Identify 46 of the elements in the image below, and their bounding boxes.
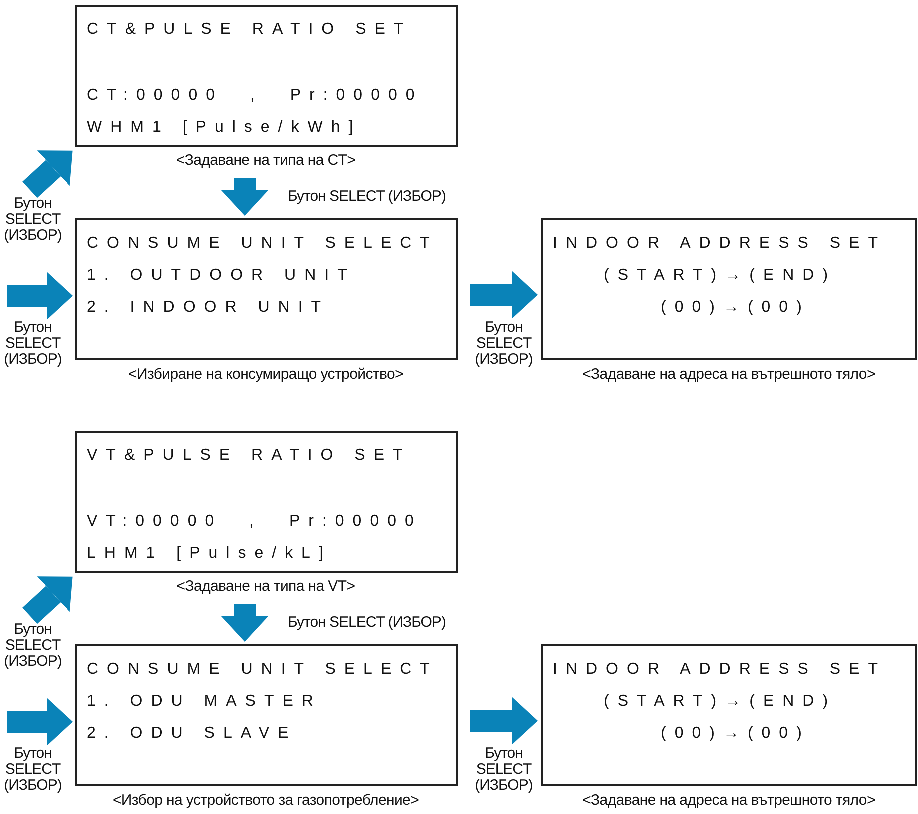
screen-text: INDOOR ADDRESS SET — [553, 660, 886, 680]
screen-text: (START)→(END) — [604, 692, 837, 712]
display-screen — [75, 218, 458, 360]
screen-text: WHM1 [Pulse/kWh] — [87, 118, 362, 138]
edge-label: Бутон SELECT (ИЗБОР) — [474, 320, 534, 368]
display-screen — [75, 644, 458, 786]
screen-text: CT:00000 , Pr:00000 — [87, 86, 424, 106]
edge-label: Бутон SELECT (ИЗБОР) — [288, 615, 446, 631]
screen-caption: <Задаване на типа на VT> — [176, 578, 356, 596]
screen-text: VT:00000 , Pr:00000 — [87, 512, 422, 532]
screen-text: (START)→(END) — [604, 266, 837, 286]
arrow — [22, 576, 73, 624]
screen-text: CONSUME UNIT SELECT — [87, 234, 438, 254]
arrow — [221, 604, 269, 642]
screen-caption: <Задаване на адреса на вътрешното тяло> — [582, 366, 876, 384]
arrow — [470, 271, 538, 319]
display-screen — [541, 218, 917, 360]
edge-label: Бутон SELECT (ИЗБОР) — [474, 746, 534, 794]
screen-text: (00)→(00) — [661, 724, 810, 744]
arrow — [7, 698, 73, 746]
screen-text: LHM1 [Pulse/kL] — [87, 544, 332, 564]
arrow — [22, 150, 73, 198]
arrow — [7, 272, 73, 320]
edge-label: Бутон SELECT (ИЗБОР) — [3, 622, 63, 670]
edge-label: Бутон SELECT (ИЗБОР) — [3, 196, 63, 244]
screen-text: (00)→(00) — [661, 298, 810, 318]
screen-text: 2. ODU SLAVE — [87, 724, 298, 744]
screen-text: INDOOR ADDRESS SET — [553, 234, 886, 254]
screen-text: CT&PULSE RATIO SET — [87, 20, 412, 40]
display-screen — [75, 5, 458, 147]
screen-text: CONSUME UNIT SELECT — [87, 660, 438, 680]
arrow — [221, 178, 269, 216]
screen-text: 2. INDOOR UNIT — [87, 298, 330, 318]
screen-caption: <Задаване на адреса на вътрешното тяло> — [582, 792, 876, 810]
edge-label: Бутон SELECT (ИЗБОР) — [3, 746, 63, 794]
screen-caption: <Избор на устройството за газопотребление> — [112, 792, 420, 810]
screen-text: VT&PULSE RATIO SET — [87, 446, 412, 466]
edge-label: Бутон SELECT (ИЗБОР) — [288, 189, 446, 205]
edge-label: Бутон SELECT (ИЗБОР) — [3, 320, 63, 368]
screen-caption: <Задаване на типа на CT> — [176, 152, 356, 170]
arrow — [470, 697, 538, 745]
screen-text: 1. ODU MASTER — [87, 692, 322, 712]
screen-caption: <Избиране на консумиращо устройство> — [128, 366, 404, 384]
display-screen — [75, 431, 458, 573]
screen-text: 1. OUTDOOR UNIT — [87, 266, 356, 286]
display-screen — [541, 644, 917, 786]
